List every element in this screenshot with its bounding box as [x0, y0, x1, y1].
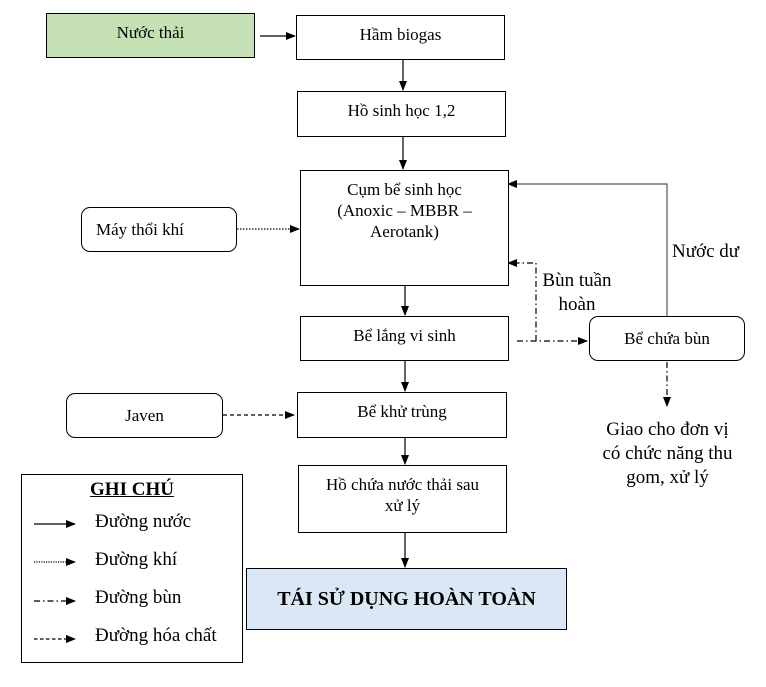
- node-cum-be-label-2: (Anoxic – MBBR –: [337, 201, 472, 220]
- node-cum-be-sinh-hoc: Cụm bể sinh học (Anoxic – MBBR – Aerotan…: [300, 170, 509, 286]
- node-ham-biogas: Hầm biogas: [296, 15, 505, 60]
- node-nuoc-thai-label: Nước thải: [116, 23, 185, 42]
- node-may-thoi-khi: Máy thổi khí: [81, 207, 237, 252]
- legend-item-duong-nuoc: Đường nước: [95, 511, 192, 532]
- node-javen-label: Javen: [125, 406, 164, 425]
- legend: GHI CHÚ Đường nước Đường khí Đường bùn Đ…: [21, 474, 243, 663]
- node-ho-sinh-hoc-label: Hồ sinh học 1,2: [347, 101, 456, 120]
- node-may-thoi-khi-label: Máy thổi khí: [96, 220, 184, 239]
- node-be-lang-label: Bể lắng vi sinh: [353, 326, 456, 345]
- node-ho-sinh-hoc: Hồ sinh học 1,2: [297, 91, 506, 137]
- node-ho-chua-label-2: xử lý: [384, 496, 421, 515]
- node-tai-su-dung-label: TÁI SỬ DỤNG HOÀN TOÀN: [277, 587, 536, 610]
- node-be-khu-trung-label: Bể khử trùng: [357, 402, 447, 421]
- label-nuoc-du-text: Nước dư: [672, 241, 740, 262]
- legend-line-samples: [34, 520, 76, 643]
- legend-title: GHI CHÚ: [90, 479, 174, 500]
- node-ham-biogas-label: Hầm biogas: [359, 25, 442, 44]
- label-nuoc-du: Nước dư: [672, 240, 739, 264]
- node-cum-be-label-3: Aerotank): [370, 222, 439, 241]
- node-be-khu-trung: Bể khử trùng: [297, 392, 507, 438]
- node-ho-chua-label-1: Hồ chứa nước thải sau: [326, 475, 479, 494]
- node-cum-be-label-1: Cụm bể sinh học: [347, 180, 462, 199]
- label-bun-tuan-hoan-2: hoàn: [558, 294, 596, 315]
- node-ho-chua: Hồ chứa nước thải sau xử lý: [298, 465, 507, 533]
- legend-item-duong-bun: Đường bùn: [95, 587, 182, 608]
- label-giao-3: gom, xử lý: [626, 467, 709, 488]
- node-be-lang-vi-sinh: Bể lắng vi sinh: [300, 316, 509, 361]
- label-giao-cho-don-vi: Giao cho đơn vị có chức năng thu gom, xử…: [585, 418, 750, 490]
- node-javen: Javen: [66, 393, 223, 438]
- label-bun-tuan-hoan: Bùn tuần hoàn: [537, 269, 617, 317]
- legend-item-duong-khi: Đường khí: [95, 549, 178, 570]
- legend-item-duong-hoa-chat: Đường hóa chất: [95, 625, 217, 646]
- node-tai-su-dung: TÁI SỬ DỤNG HOÀN TOÀN: [246, 568, 567, 630]
- label-giao-1: Giao cho đơn vị: [606, 419, 729, 440]
- node-nuoc-thai: Nước thải: [46, 13, 255, 58]
- label-bun-tuan-hoan-1: Bùn tuần: [542, 270, 612, 291]
- node-be-chua-bun-label: Bể chứa bùn: [624, 329, 710, 348]
- label-giao-2: có chức năng thu: [602, 443, 733, 464]
- node-be-chua-bun: Bể chứa bùn: [589, 316, 745, 361]
- arrow-nuoc-du-return: [507, 180, 668, 318]
- arrow-bun-tuan-hoan: [507, 259, 537, 341]
